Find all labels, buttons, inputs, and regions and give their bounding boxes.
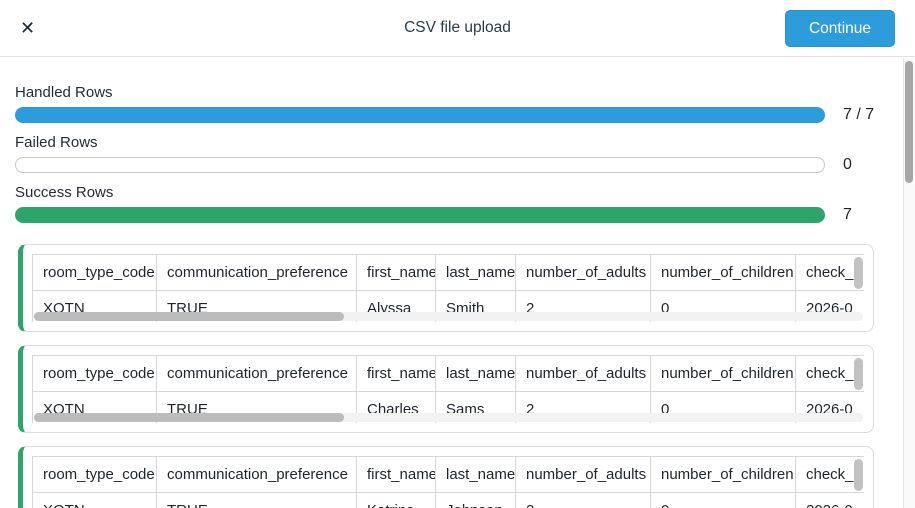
column-header: check_i [795,254,864,291]
column-header: last_name [435,355,516,392]
table-cell: Katrina [356,492,436,508]
handled-rows-label: Handled Rows [15,84,113,101]
column-header: last_name [435,254,516,291]
success-rows-label: Success Rows [15,184,114,201]
column-header: number_of_children [650,456,796,493]
column-header: first_name [356,254,436,291]
column-header: communication_preference [156,355,357,392]
page-title: CSV file upload [404,19,511,36]
table-cell: 2026-0 [795,492,864,508]
dialog-content: Handled Rows 7 / 7 Failed Rows 0 Success… [0,58,903,508]
table-cell: XOTN [32,492,157,508]
progress-section: Handled Rows 7 / 7 Failed Rows 0 Success… [15,84,903,224]
failed-rows-progressbar [15,157,825,173]
dialog-header: ✕ CSV file upload Continue [0,0,915,57]
table-cell: 0 [650,492,796,508]
column-header: check_i [795,355,864,392]
column-header: number_of_adults [515,254,651,291]
dialog-scrollbar-thumb[interactable] [905,61,913,183]
table-cell: TRUE [156,492,357,508]
failed-rows-value: 0 [843,156,852,173]
horizontal-scrollbar-track[interactable] [33,413,863,422]
continue-button[interactable]: Continue [784,10,895,47]
dialog-scrollbar-track[interactable] [903,58,915,508]
vertical-scrollbar-thumb[interactable] [854,459,863,491]
failed-rows-label: Failed Rows [15,134,98,151]
column-header: first_name [356,355,436,392]
close-icon[interactable]: ✕ [20,18,36,38]
table-cell: 2 [515,492,651,508]
handled-rows-value: 7 / 7 [843,106,875,123]
vertical-scrollbar-thumb[interactable] [854,358,863,390]
column-header: first_name [356,456,436,493]
column-header: communication_preference [156,254,357,291]
column-header: room_type_code [32,254,157,291]
column-header: communication_preference [156,456,357,493]
success-rows-value: 7 [843,206,852,223]
column-header: room_type_code [32,355,157,392]
column-header: number_of_children [650,254,796,291]
column-header: last_name [435,456,516,493]
horizontal-scrollbar-thumb[interactable] [34,312,344,321]
vertical-scrollbar-thumb[interactable] [854,257,863,289]
column-header: check_i [795,456,864,493]
table-cell: Johnson [435,492,516,508]
column-header: number_of_adults [515,355,651,392]
horizontal-scrollbar-thumb[interactable] [34,413,344,422]
table-data-row: XOTNTRUEKatrinaJohnson202026-0 [32,492,864,508]
column-header: number_of_adults [515,456,651,493]
column-header: room_type_code [32,456,157,493]
column-header: number_of_children [650,355,796,392]
horizontal-scrollbar-track[interactable] [33,312,863,321]
handled-rows-progressbar [15,107,825,123]
success-rows-progressbar [15,207,825,223]
